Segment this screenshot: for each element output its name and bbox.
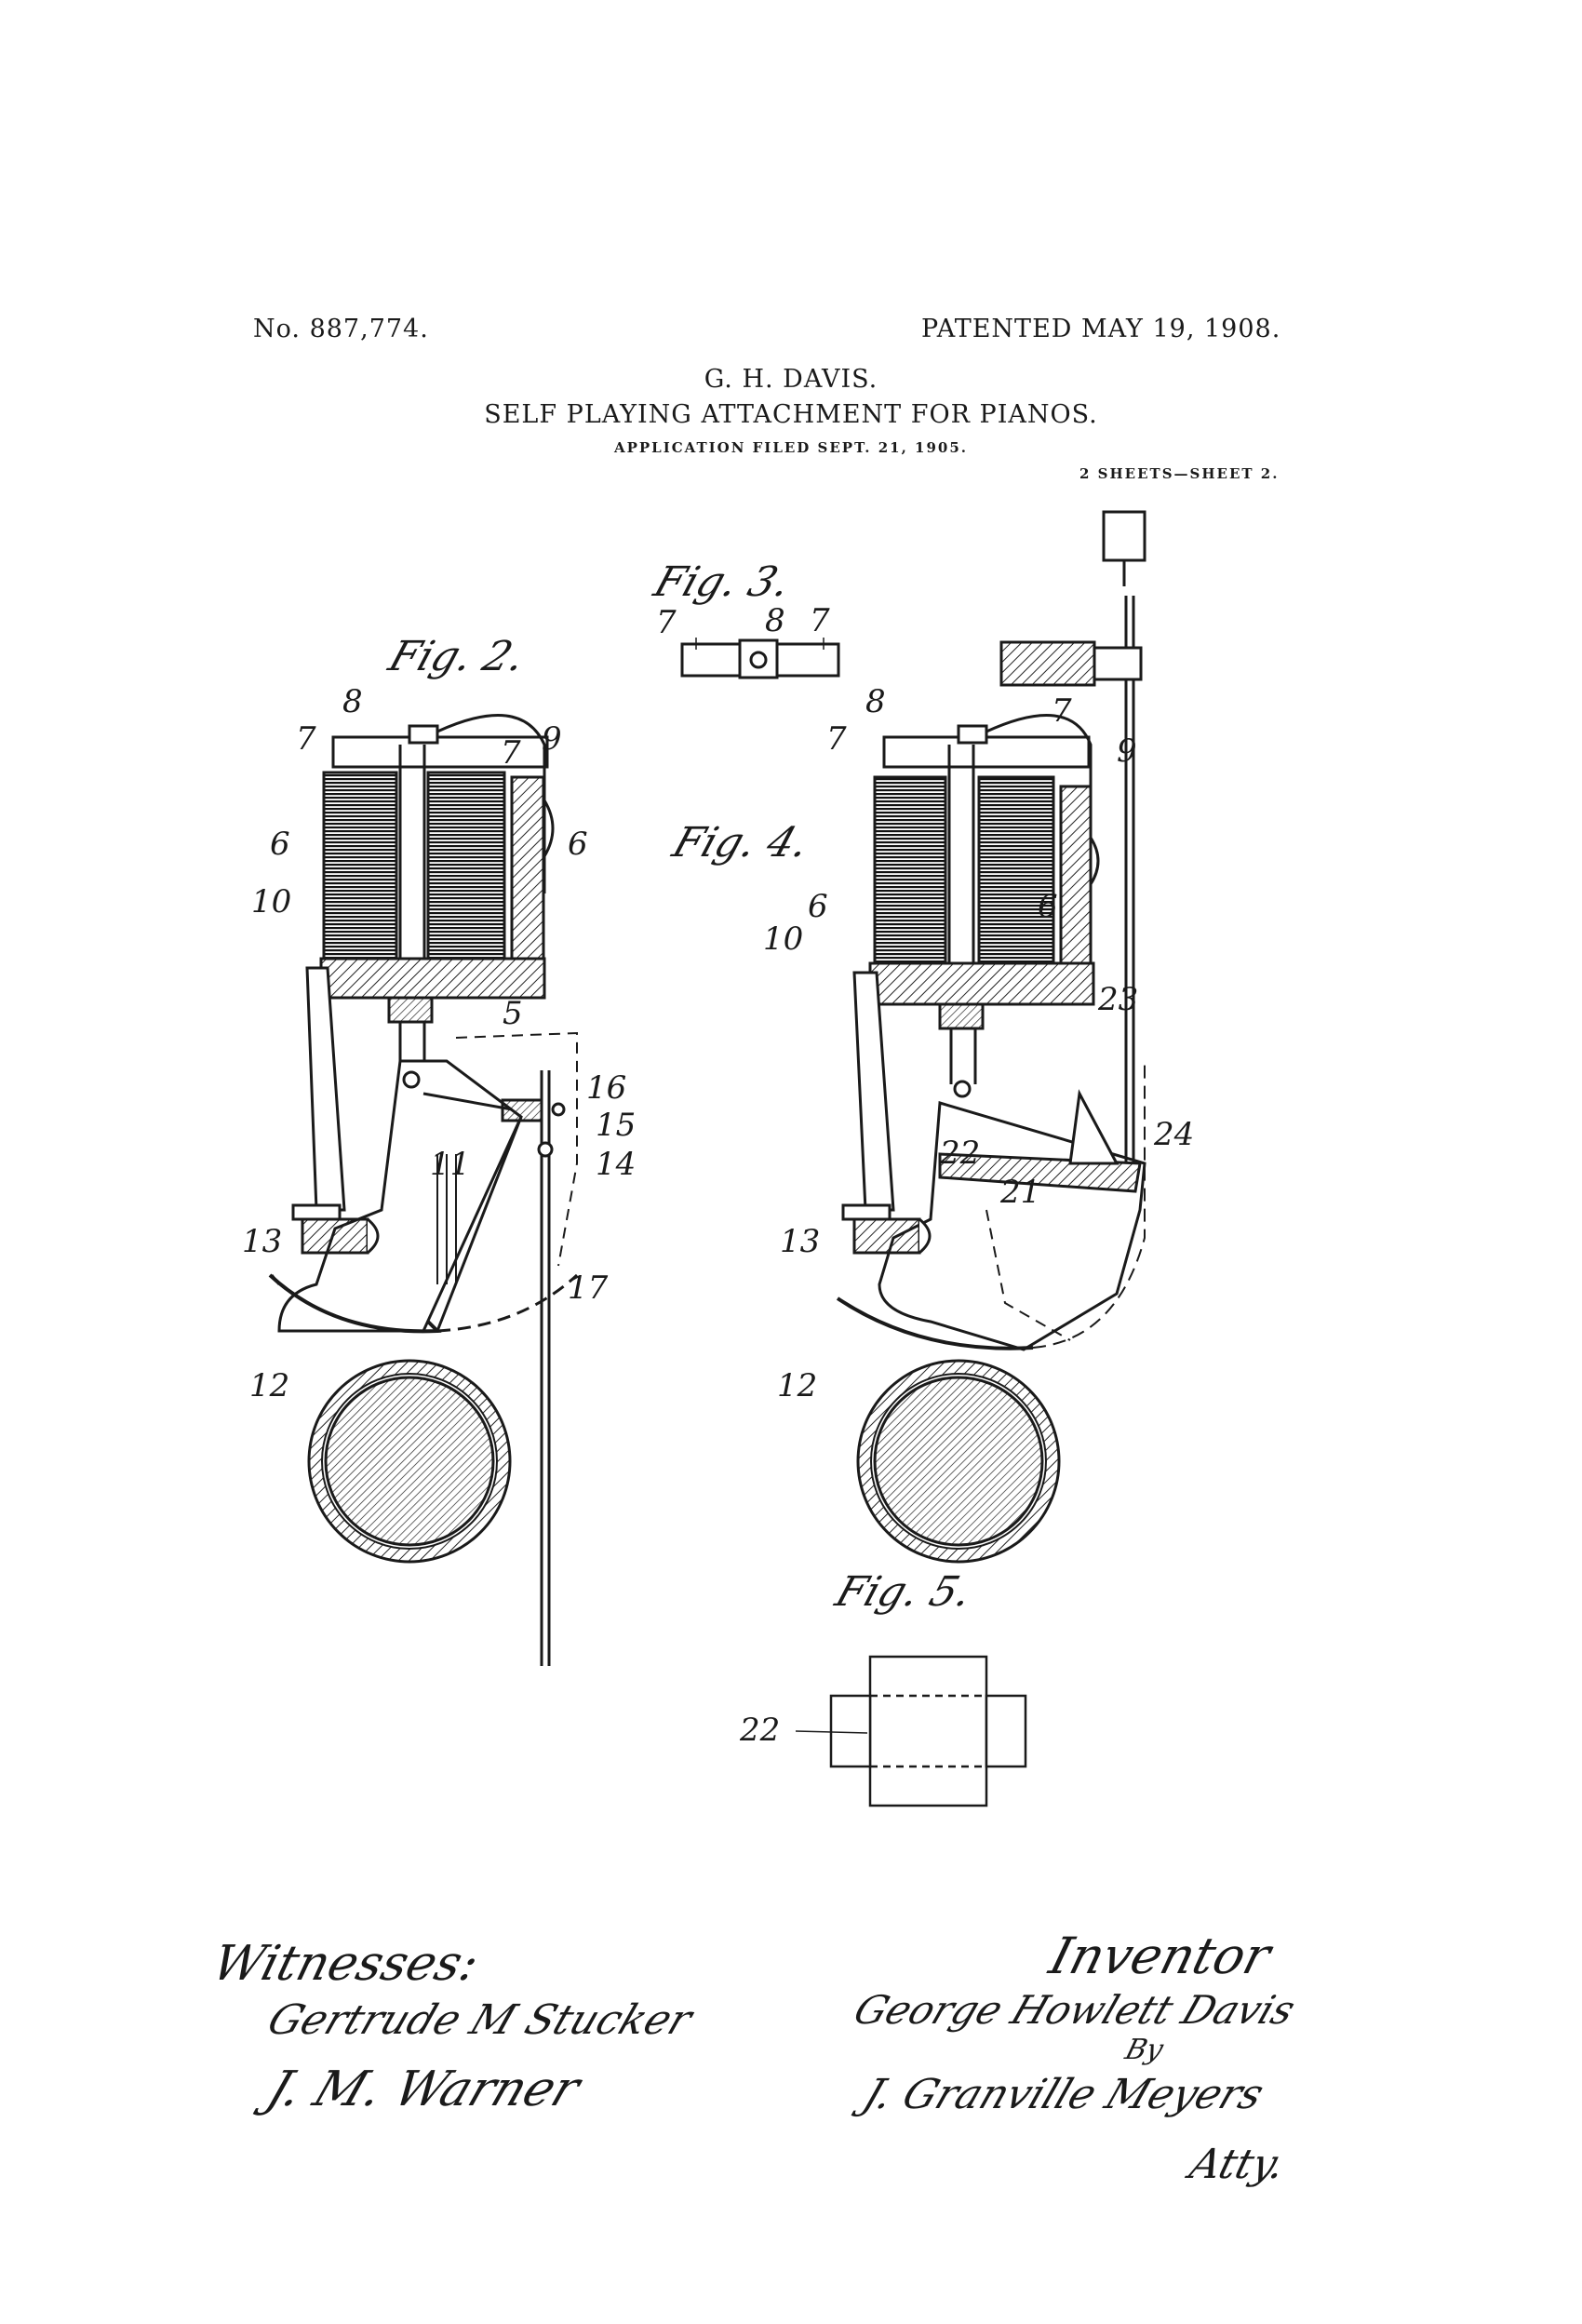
attorney-label: Atty. bbox=[1185, 2141, 1291, 2188]
ref-14-fig2: 14 bbox=[596, 1146, 636, 1183]
inventor-signature: George Howlett Davis bbox=[848, 1987, 1302, 2033]
ref-7-fig3-left: 7 bbox=[656, 604, 677, 641]
reference-numerals: 8 7 7 9 6 6 10 5 16 15 14 11 13 17 12 7 … bbox=[242, 602, 1194, 1749]
sheet-number: 2 SHEETS—SHEET 2. bbox=[1079, 465, 1280, 482]
ref-13-fig4: 13 bbox=[780, 1223, 820, 1260]
ref-10-fig4: 10 bbox=[763, 920, 803, 958]
ref-6-fig2-right: 6 bbox=[568, 826, 588, 863]
witness-signature-2: J. M. Warner bbox=[260, 2062, 587, 2117]
ref-11-fig2: 11 bbox=[430, 1146, 470, 1183]
ref-23-fig4: 23 bbox=[1097, 981, 1138, 1018]
ref-8-fig2: 8 bbox=[342, 683, 363, 720]
ref-8-fig3: 8 bbox=[765, 602, 785, 639]
inventor-name: G. H. DAVIS. bbox=[704, 365, 878, 394]
fig2-label: Fig. 2. bbox=[382, 633, 532, 680]
ref-7-fig4-left: 7 bbox=[826, 720, 847, 758]
ref-9-fig2: 9 bbox=[542, 720, 562, 758]
figure-2-drawing bbox=[268, 714, 579, 1666]
patent-number: No. 887,774. bbox=[253, 315, 429, 343]
ref-8-fig4: 8 bbox=[865, 683, 886, 720]
ref-16-fig2: 16 bbox=[586, 1069, 626, 1107]
ref-13-fig2: 13 bbox=[242, 1223, 282, 1260]
ref-6-fig4-right: 6 bbox=[1038, 888, 1058, 925]
ref-7-fig2-right: 7 bbox=[501, 734, 521, 772]
ref-12-fig4: 12 bbox=[777, 1367, 817, 1404]
ref-22-fig4: 22 bbox=[939, 1135, 980, 1172]
patent-title: SELF PLAYING ATTACHMENT FOR PIANOS. bbox=[484, 400, 1098, 429]
ref-24-fig4: 24 bbox=[1153, 1116, 1194, 1153]
witness-signature-1: Gertrude M Stucker bbox=[261, 1996, 699, 2044]
ref-17-fig2: 17 bbox=[568, 1269, 609, 1307]
ref-22-fig5: 22 bbox=[739, 1712, 780, 1749]
ref-7-fig4-right: 7 bbox=[1052, 692, 1072, 730]
application-filed: APPLICATION FILED SEPT. 21, 1905. bbox=[613, 439, 969, 456]
ref-21-fig4: 21 bbox=[999, 1174, 1040, 1211]
ref-7-fig2-left: 7 bbox=[296, 720, 316, 758]
ref-10-fig2: 10 bbox=[251, 883, 291, 920]
ref-5-fig2: 5 bbox=[503, 995, 523, 1032]
patented-date: PATENTED MAY 19, 1908. bbox=[921, 315, 1281, 343]
ref-12-fig2: 12 bbox=[249, 1367, 289, 1404]
ref-7-fig3-right: 7 bbox=[810, 602, 830, 639]
fig4-label: Fig. 4. bbox=[666, 819, 816, 866]
ref-6-fig2-left: 6 bbox=[270, 826, 290, 863]
figure-3-drawing bbox=[680, 638, 840, 679]
attorney-signature: J. Granville Meyers bbox=[856, 2071, 1270, 2118]
fig5-label: Fig. 5. bbox=[829, 1568, 979, 1616]
ref-6-fig4-left: 6 bbox=[808, 888, 828, 925]
ref-15-fig2: 15 bbox=[596, 1107, 636, 1144]
figure-4-drawing bbox=[836, 510, 1146, 1564]
ref-9-fig4: 9 bbox=[1117, 732, 1137, 770]
witnesses-label: Witnesses: bbox=[206, 1936, 485, 1992]
fig3-label: Fig. 3. bbox=[648, 558, 798, 606]
figure-5-drawing bbox=[795, 1655, 1027, 1807]
inventor-label: Inventor bbox=[1043, 1927, 1277, 1985]
